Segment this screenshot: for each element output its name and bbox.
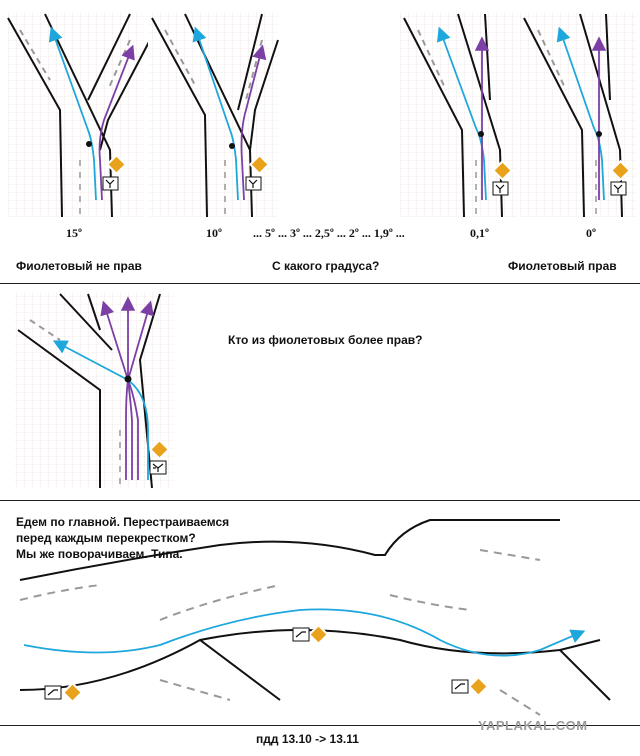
angle-label-0-1: 0,1º <box>470 226 489 240</box>
divider-2 <box>0 500 640 501</box>
caption-question-degree: С какого градуса? <box>272 259 380 273</box>
main-road-diagram <box>19 519 611 716</box>
caption-purple-right: Фиолетовый прав <box>508 259 617 273</box>
divider-1 <box>0 283 640 284</box>
diagram-10deg <box>148 12 279 218</box>
angle-label-range: ... 5º ... 3º ... 2,5º ... 2º ... 1,9º .… <box>253 226 405 240</box>
diagram-15deg <box>7 12 151 218</box>
road-note-line-2: перед каждым перекрестком? <box>16 531 196 545</box>
angle-label-15: 15º <box>66 226 82 240</box>
diagram-0-1deg <box>400 12 518 218</box>
divider-3 <box>0 725 640 726</box>
question-which-purple: Кто из фиолетовых более прав? <box>228 333 423 347</box>
angle-label-0: 0º <box>586 226 596 240</box>
road-note-line-3: Мы же поворачиваем. Типа. <box>16 547 183 561</box>
angle-label-10: 10º <box>206 226 222 240</box>
road-note: Едем по главной. Перестраиваемся перед к… <box>16 514 229 562</box>
road-note-line-1: Едем по главной. Перестраиваемся <box>16 515 230 529</box>
rules-reference: пдд 13.10 -> 13.11 <box>256 732 359 746</box>
fork-diagram <box>14 292 174 489</box>
watermark: YAPLAKAL.COM <box>478 718 588 733</box>
caption-purple-wrong: Фиолетовый не прав <box>16 259 142 273</box>
diagram-0deg <box>520 12 636 218</box>
